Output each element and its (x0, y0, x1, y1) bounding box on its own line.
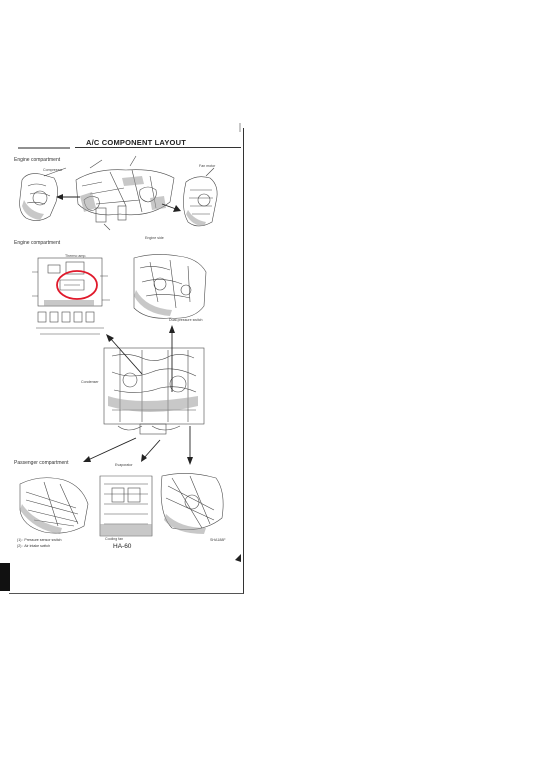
title-underline (75, 147, 241, 148)
cooling-fan-illustration (160, 473, 224, 534)
page-title: A/C COMPONENT LAYOUT (86, 138, 186, 147)
fan-motor-illustration (183, 167, 218, 227)
label-condenser: Condenser (81, 380, 99, 384)
document-code: SHA188F (210, 538, 226, 542)
section-label-passenger-compartment: Passenger compartment (14, 460, 69, 466)
label-evaporator: Evaporator (115, 463, 133, 467)
label-cooling-fan: Cooling fan (105, 537, 124, 541)
manual-page: A/C COMPONENT LAYOUT Engine compartment … (9, 128, 244, 594)
central-engine-illustration (103, 347, 205, 435)
connector-arrows-top (56, 194, 181, 212)
section-label-engine-compartment-2: Engine compartment (14, 240, 61, 246)
thermo-amp-illustration (32, 257, 110, 335)
dual-pressure-switch-illustration (133, 254, 207, 319)
label-compressor: Compressor (43, 168, 63, 172)
label-dual-pressure-switch: Dual-pressure switch (169, 318, 203, 322)
label-thermo-amp: Thermo amp. (65, 254, 87, 258)
condenser-illustration (19, 477, 89, 534)
label-fan-motor: Fan motor (199, 164, 216, 168)
connector-arrows-center (83, 325, 193, 465)
compressor-illustration (19, 167, 67, 221)
label-engine-side: Engine side (145, 236, 164, 240)
footnote-2: (2) : Air intake switch (17, 544, 51, 548)
footnote-1: (1) : Pressure sensor switch (17, 538, 62, 542)
binder-edge-mark (0, 563, 10, 591)
page-number: HA-60 (113, 543, 132, 550)
section-label-engine-compartment: Engine compartment (14, 157, 61, 163)
evaporator-illustration (99, 475, 153, 537)
red-highlight-circle (56, 270, 98, 300)
engine-compartment-illustration (75, 155, 175, 231)
